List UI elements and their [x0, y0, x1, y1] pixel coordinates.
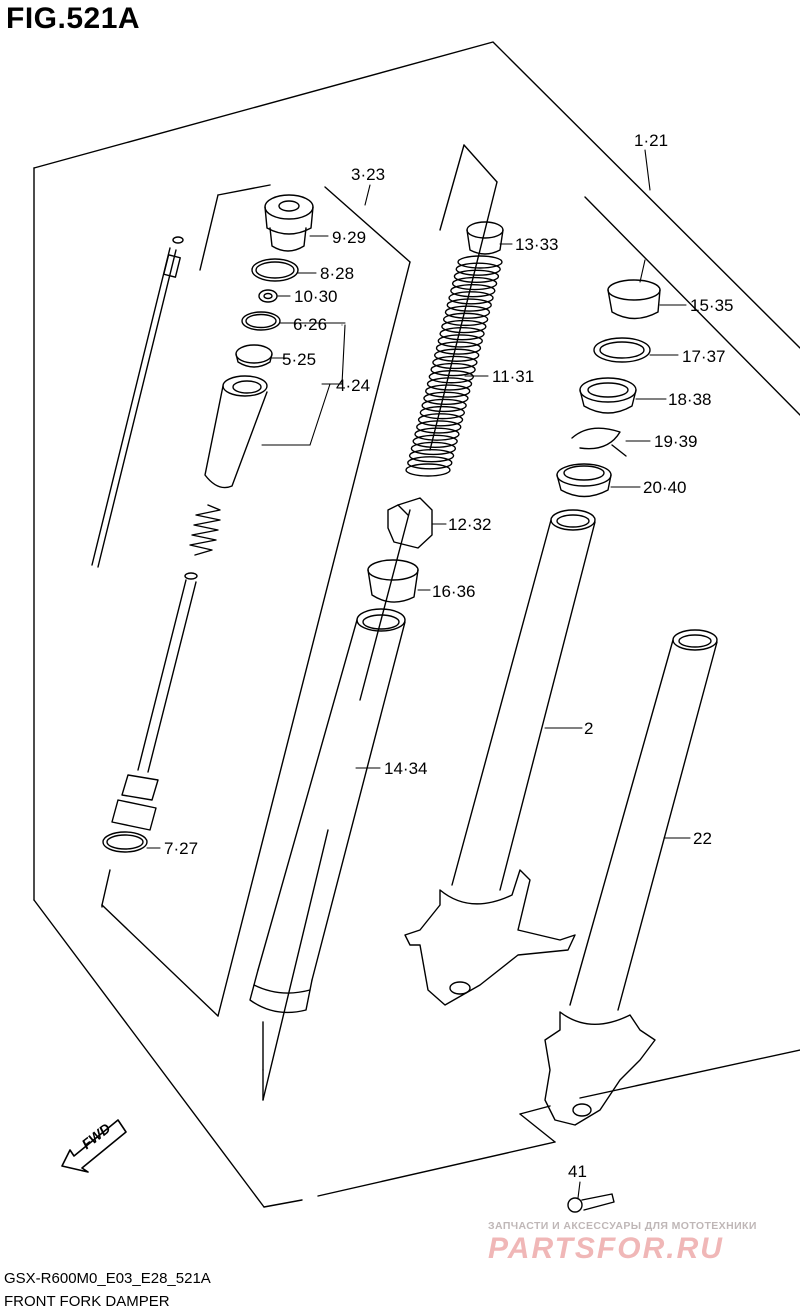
leader-lines: [146, 149, 691, 1199]
spring-coil: [437, 334, 483, 348]
spring-coil: [425, 384, 471, 398]
callout-22: 22: [693, 829, 712, 848]
assembly-outline: [33, 41, 800, 1208]
damper-subassembly-outline: [101, 184, 411, 1017]
spring-coil: [450, 283, 496, 298]
ring-5: [235, 344, 273, 368]
spring-coil: [417, 413, 464, 427]
o-ring-8: [251, 258, 299, 282]
clip-19: [571, 427, 627, 457]
damper-rod: [91, 236, 184, 568]
spring-coil: [439, 327, 485, 341]
spring-coil: [416, 420, 462, 434]
spring-coil: [448, 291, 494, 305]
callout-10: 10·30: [294, 287, 338, 306]
callout-16: 16·36: [432, 582, 476, 601]
callout-4: 4·24: [336, 376, 371, 395]
spring-coil: [414, 427, 460, 441]
spring-coil: [453, 269, 500, 284]
figure-subtitle: FRONT FORK DAMPER: [4, 1293, 170, 1310]
spring-coil: [405, 463, 451, 477]
callout-6: 6·26: [293, 315, 328, 334]
callout-11: 11·31: [492, 367, 535, 386]
callout-15: 15·35: [690, 296, 734, 315]
spring-coil: [442, 312, 489, 327]
o-ring-7: [102, 831, 148, 853]
spring-coil: [455, 262, 501, 276]
spring-coil: [410, 441, 457, 456]
spring-coil: [407, 456, 453, 470]
bolt-41: [567, 1193, 615, 1213]
spring-coil: [408, 448, 455, 463]
watermark-logo: PARTSFOR.RU: [488, 1232, 724, 1265]
o-ring-6: [241, 311, 281, 331]
spring-coil: [421, 398, 467, 413]
callout-7: 7·27: [164, 839, 199, 858]
spring-coil: [426, 377, 473, 391]
callout-2: 2: [584, 719, 594, 738]
spring-coil: [435, 341, 482, 355]
callout-9: 9·29: [332, 228, 367, 247]
callout-5: 5·25: [282, 350, 317, 369]
fork-spring: [405, 255, 503, 477]
callout-41: 41: [568, 1162, 587, 1181]
spring-coil: [444, 305, 491, 319]
spacer: [387, 497, 433, 549]
spring-coil: [446, 298, 492, 312]
washer-17: [593, 337, 651, 363]
callout-17: 17·37: [682, 347, 726, 366]
figure-title: FIG.521A: [6, 2, 141, 35]
spring-coil: [423, 391, 469, 405]
spring-coil: [432, 355, 478, 370]
callout-18: 18·38: [668, 390, 712, 409]
callout-12: 12·32: [448, 515, 492, 534]
spring-coil: [441, 319, 487, 334]
spring-coil: [419, 405, 466, 420]
spring-coil: [451, 276, 498, 291]
spring-coil: [457, 255, 503, 269]
forward-arrow: [61, 1119, 127, 1173]
callout-13: 13·33: [515, 235, 559, 254]
spring-coil: [428, 370, 475, 384]
oil-seal-18: [579, 377, 637, 414]
inner-tube-subassembly-outline: [262, 144, 800, 1101]
callout-19: 19·39: [654, 432, 698, 451]
dust-seal-20: [556, 463, 612, 498]
callout-3: 3·23: [351, 165, 386, 184]
spring-collar: [466, 221, 504, 255]
model-code: GSX-R600M0_E03_E28_521A: [4, 1270, 211, 1287]
cap-bolt: [264, 194, 314, 252]
bushing-15: [607, 279, 661, 320]
spring-coil: [412, 434, 458, 449]
nut-10: [258, 289, 278, 303]
inner-tube-left: [404, 509, 596, 1006]
piston-rod: [111, 572, 198, 831]
bushing-16: [367, 559, 419, 603]
spring-coil: [430, 362, 476, 377]
rebound-spring: [189, 504, 221, 556]
damper-cartridge: [204, 375, 268, 489]
callout-20: 20·40: [643, 478, 687, 497]
outer-tube: [249, 608, 406, 1014]
inner-tube-right: [544, 629, 718, 1126]
watermark-tagline: ЗАПЧАСТИ И АКСЕССУАРЫ ДЛЯ МОТОТЕХНИКИ: [488, 1220, 757, 1232]
callout-8: 8·28: [320, 264, 355, 283]
spring-coil: [433, 348, 480, 362]
callout-14: 14·34: [384, 759, 428, 778]
callout-1: 1·21: [634, 131, 669, 150]
